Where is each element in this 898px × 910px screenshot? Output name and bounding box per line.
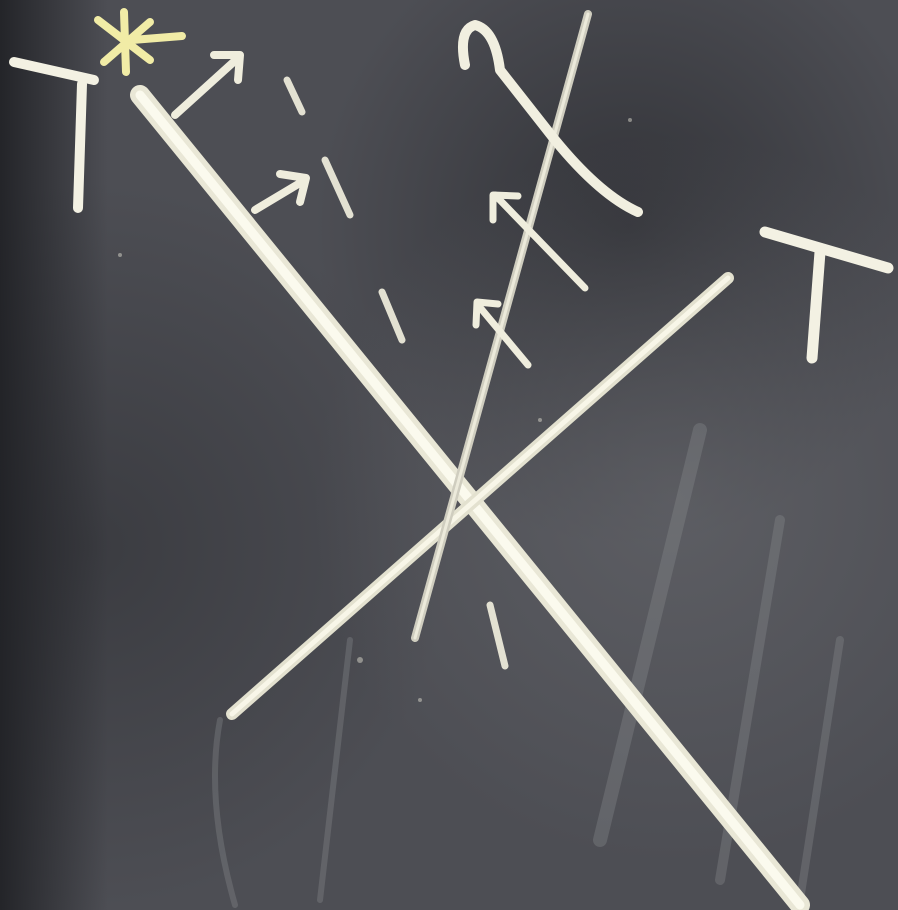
chalk-drawing <box>0 0 898 910</box>
chalkboard <box>0 0 898 910</box>
board-edge-shadow <box>0 0 898 910</box>
